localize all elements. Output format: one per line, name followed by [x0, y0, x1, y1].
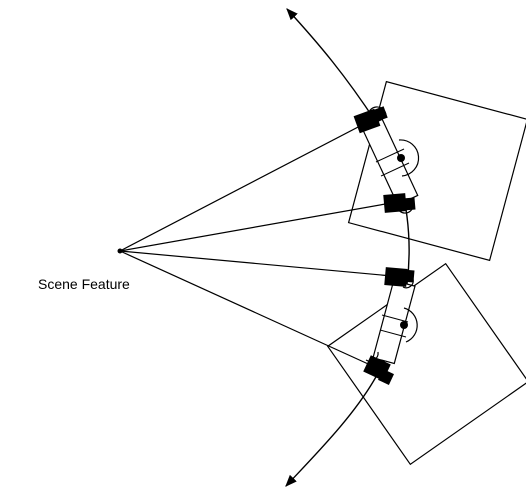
rig-motion-arc	[285, 8, 410, 487]
scene-feature-point	[117, 248, 123, 254]
ray-camera-1	[119, 124, 363, 252]
rig-axle-top	[397, 154, 405, 162]
camera-rig-top	[353, 106, 420, 214]
scene-feature-label: Scene Feature	[38, 276, 130, 292]
ray-camera-3	[119, 250, 393, 277]
camera-rig-bottom	[363, 267, 418, 385]
rig-body-bottom	[372, 279, 416, 365]
camera-3	[384, 267, 408, 287]
rig-wheel-top	[398, 139, 420, 177]
rig-body-top	[361, 118, 419, 206]
camera-2	[383, 193, 407, 213]
rig-wheel-bottom	[403, 307, 418, 343]
ray-camera-2	[119, 202, 392, 252]
camera-view-frame-bottom	[326, 262, 526, 466]
projection-rays	[119, 124, 393, 369]
ray-camera-4	[119, 250, 378, 369]
camera-view-frame-top	[347, 80, 526, 262]
camera-1	[353, 108, 381, 134]
rig-axle-bottom	[400, 321, 408, 329]
